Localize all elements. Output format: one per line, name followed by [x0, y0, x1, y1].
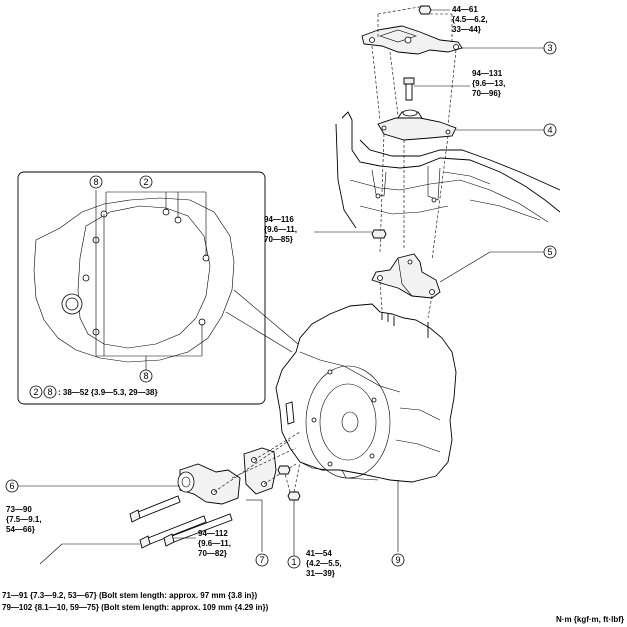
torque-94-131: 94—131 {9.6—13, 70—96} — [472, 69, 505, 98]
svg-text:{9.6—11,: {9.6—11, — [198, 539, 231, 548]
bolt-long-1 — [139, 515, 207, 549]
svg-text:54—66}: 54—66} — [6, 525, 35, 534]
svg-text:70—85}: 70—85} — [264, 235, 293, 244]
mount-bracket-3 — [361, 25, 463, 55]
torque-41-54: 41—54 {4.2—5.5, 31—39} — [306, 549, 342, 578]
svg-text:5: 5 — [547, 247, 552, 257]
svg-text:31—39}: 31—39} — [306, 569, 335, 578]
svg-text:{7.5—9.1,: {7.5—9.1, — [6, 515, 42, 524]
nut-94-116 — [314, 229, 387, 239]
engine-mount-6 — [18, 463, 241, 505]
svg-text:70—96}: 70—96} — [472, 89, 501, 98]
svg-text:{4.5—6.2,: {4.5—6.2, — [452, 15, 488, 24]
bolt-mount-4 — [403, 77, 470, 101]
svg-text:7: 7 — [259, 555, 264, 565]
inset-housing-view — [17, 171, 266, 405]
torque-44-61: 44—61 {4.5—6.2, 33—44} — [452, 5, 488, 34]
bolt-spec-109mm: 79—102 {8.1—10, 59—75} (Bolt stem length… — [2, 603, 269, 612]
svg-text:6: 6 — [9, 481, 14, 491]
svg-text:70—82}: 70—82} — [198, 549, 227, 558]
top-nut — [418, 5, 450, 15]
callout-3: 3 — [462, 41, 557, 55]
bolt-73-90 — [129, 495, 181, 523]
svg-text:3: 3 — [547, 43, 552, 53]
callout-6: 6 — [5, 479, 19, 493]
svg-text:4: 4 — [547, 125, 552, 135]
svg-text:{4.2—5.5,: {4.2—5.5, — [306, 559, 342, 568]
svg-text:73—90: 73—90 — [6, 505, 32, 514]
bolt-spec-97mm: 71—91 {7.3—9.2, 53—67} (Bolt stem length… — [2, 591, 258, 600]
vehicle-frame — [335, 111, 561, 229]
svg-text:9: 9 — [395, 555, 400, 565]
mount-rubber-4 — [377, 109, 457, 141]
svg-text:2: 2 — [143, 177, 148, 187]
torque-73-90: 73—90 {7.5—9.1, 54—66} — [6, 505, 42, 534]
torque-94-116: 94—116 {9.6—11, 70—85} — [264, 215, 297, 244]
callout-8-bottom: 8 — [139, 369, 153, 383]
svg-text:44—61: 44—61 — [452, 5, 478, 14]
callout-7: 7 — [255, 553, 269, 567]
svg-text:2: 2 — [33, 387, 38, 397]
inset-torque-spec: : 38—52 {3.9—5.3, 29—38} — [58, 388, 158, 397]
svg-text:{9.6—13,: {9.6—13, — [472, 79, 505, 88]
svg-text:8: 8 — [47, 387, 52, 397]
svg-text:1: 1 — [291, 557, 296, 567]
callout-1: 1 — [287, 555, 301, 569]
inset-legend: 2 8 : 38—52 {3.9—5.3, 29—38} — [29, 385, 158, 399]
svg-text:94—131: 94—131 — [472, 69, 503, 78]
svg-text:41—54: 41—54 — [306, 549, 332, 558]
nut-41-54 — [287, 491, 301, 556]
callout-2-top: 2 — [139, 175, 153, 189]
svg-text:94—112: 94—112 — [198, 529, 228, 538]
units-note: N·m {kgf·m, ft·lbf} — [556, 615, 624, 624]
svg-text:8: 8 — [143, 371, 148, 381]
svg-text:8: 8 — [93, 177, 98, 187]
mount-bracket-7 — [243, 447, 277, 552]
callout-9: 9 — [391, 553, 405, 567]
transaxle-bracket-5 — [371, 253, 441, 299]
callout-8-top: 8 — [89, 175, 103, 189]
callout-4: 4 — [456, 123, 557, 137]
torque-94-112: 94—112 {9.6—11, 70—82} — [198, 529, 231, 558]
svg-text:94—116: 94—116 — [264, 215, 294, 224]
bolt-long-2 — [163, 513, 233, 547]
transaxle-9 — [275, 303, 457, 552]
svg-text:33—44}: 33—44} — [452, 25, 481, 34]
svg-text:{9.6—11,: {9.6—11, — [264, 225, 297, 234]
callout-5: 5 — [439, 245, 557, 283]
